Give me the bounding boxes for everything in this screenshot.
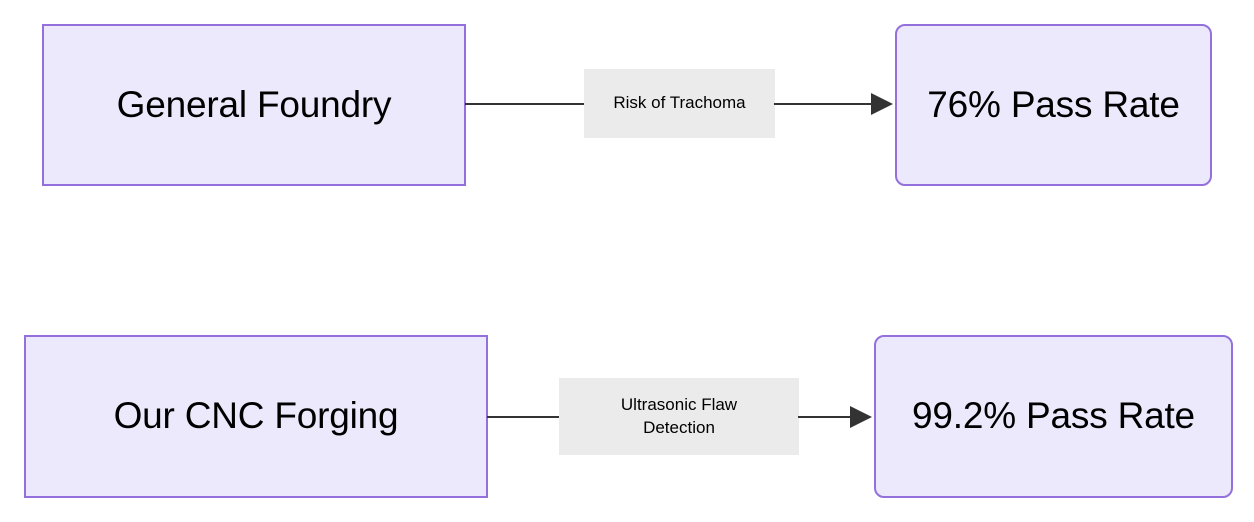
edge-1-line-left: [465, 103, 586, 105]
edge-2-line-right: [798, 416, 851, 418]
node-our-cnc-forging-label: Our CNC Forging: [113, 395, 399, 437]
node-general-foundry[interactable]: General Foundry: [42, 24, 466, 186]
node-our-cnc-forging[interactable]: Our CNC Forging: [24, 335, 488, 498]
node-pass-rate-baseline-label: 76% Pass Rate: [927, 83, 1180, 125]
node-pass-rate-baseline[interactable]: 76% Pass Rate: [895, 24, 1212, 186]
node-general-foundry-label: General Foundry: [116, 83, 392, 125]
edge-2-line-left: [487, 416, 560, 418]
arrow-right-icon: [850, 406, 872, 428]
edge-1-label: Risk of Trachoma: [584, 69, 775, 138]
edge-2-label: Ultrasonic Flaw Detection: [559, 378, 799, 455]
node-pass-rate-ours[interactable]: 99.2% Pass Rate: [874, 335, 1233, 498]
arrow-right-icon: [871, 93, 893, 115]
edge-1-line-right: [774, 103, 872, 105]
edge-2-label-text: Ultrasonic Flaw Detection: [620, 395, 738, 437]
node-pass-rate-ours-label: 99.2% Pass Rate: [912, 395, 1195, 437]
edge-1-label-text: Risk of Trachoma: [613, 93, 746, 113]
